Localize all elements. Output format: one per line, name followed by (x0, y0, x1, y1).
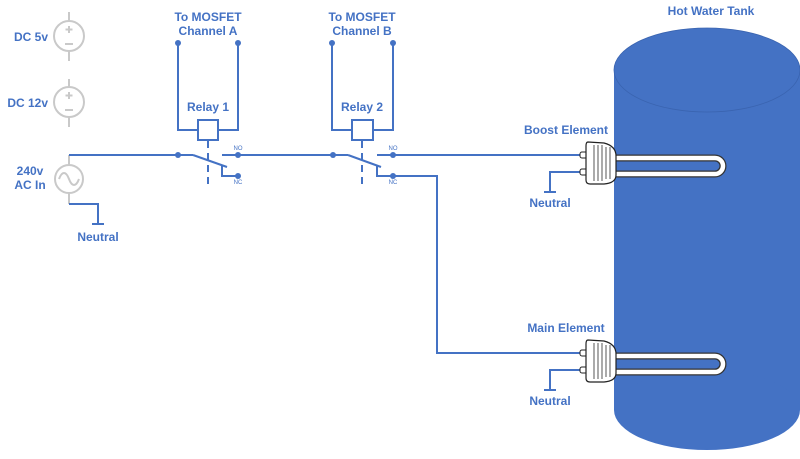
tank-title: Hot Water Tank (668, 4, 755, 18)
main-element-label: Main Element (527, 321, 604, 335)
relay-1-nc-terminal (235, 173, 241, 179)
relay-1: To MOSFET Channel A Relay 1 NO NC (174, 10, 332, 188)
dc-5v-label: DC 5v (14, 30, 48, 44)
relay-1-coil-icon (197, 119, 219, 141)
dc-source-icon (53, 20, 85, 52)
relay-2: To MOSFET Channel B Relay 2 NO NC (328, 10, 582, 354)
tank-top (613, 27, 800, 113)
boost-element-label: Boost Element (524, 123, 608, 137)
tank-bottom (614, 370, 800, 450)
relay-1-title: Relay 1 (187, 100, 229, 114)
heating-tube (610, 353, 726, 375)
relay-2-title: Relay 2 (341, 100, 383, 114)
relay-1-no-label: NO (234, 146, 243, 152)
ac-label-line1: 240v (17, 164, 44, 178)
boost-neutral-label: Neutral (529, 196, 570, 210)
ac-240v-source: 240v AC In Neutral (14, 155, 119, 244)
relay-2-control-line2: Channel B (332, 24, 392, 38)
relay-1-control-line1: To MOSFET (174, 10, 242, 24)
heating-tube (610, 155, 726, 177)
ac-neutral-label: Neutral (77, 230, 118, 244)
relay-1-control-line2: Channel A (179, 24, 238, 38)
relay-2-switch-arm (347, 154, 382, 168)
ac-neutral-wire (69, 203, 99, 224)
main-live-wire (393, 175, 582, 354)
relay-2-nc-label: NC (389, 180, 398, 186)
dc-12v-label: DC 12v (7, 96, 48, 110)
ac-label-line2: AC In (14, 178, 45, 192)
hot-water-tank: Hot Water Tank (613, 4, 800, 450)
boost-neutral-wire (549, 171, 582, 192)
relay-2-no-label: NO (389, 146, 398, 152)
main-neutral-label: Neutral (529, 394, 570, 408)
main-neutral-wire (549, 369, 582, 390)
element-head-icon (585, 339, 617, 383)
relay-1-nc-label: NC (234, 180, 243, 186)
dc-12v-source: DC 12v (7, 79, 85, 127)
dc-source-icon (53, 86, 85, 118)
dc-5v-source: DC 5v (14, 12, 85, 61)
relay-2-coil-icon (351, 119, 374, 141)
element-head-icon (585, 141, 617, 185)
ac-source-icon (54, 164, 84, 194)
relay-2-control-line1: To MOSFET (328, 10, 396, 24)
